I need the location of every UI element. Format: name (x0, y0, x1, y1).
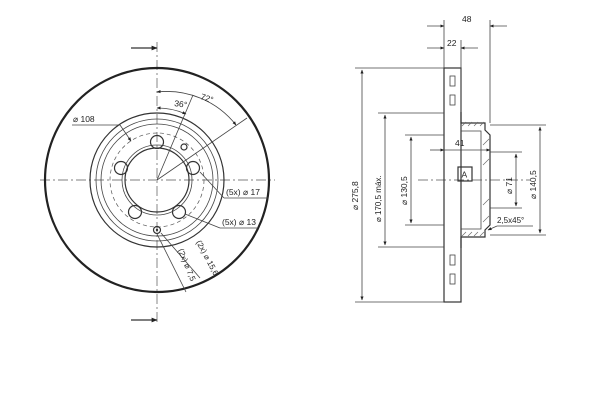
bolt-hole (127, 204, 143, 220)
bolt-hole (185, 160, 201, 176)
section-hatching (461, 121, 490, 237)
locating-hole-center (155, 228, 159, 232)
hub-hat-inner (461, 130, 482, 230)
hole-5x13-label: (5x) ⌀ 13 (222, 217, 256, 227)
angle-36-label: 36° (174, 98, 188, 110)
front-view: 72° 36° ⌀ 108 (5x) ⌀ 17 (5x) ⌀ 13 (2x) ⌀… (40, 42, 275, 325)
locating-hole (180, 143, 188, 151)
locating-hole (152, 225, 162, 235)
width-22-label: 22 (447, 38, 457, 48)
dia-2758-label: ⌀ 275,8 (350, 181, 360, 210)
hole-2x156-leader (160, 232, 201, 279)
angle-ray-72 (156, 117, 248, 181)
hole-5x17-leader (199, 171, 225, 199)
bolt-hole (149, 134, 165, 150)
disc-outer-edge (43, 66, 271, 294)
side-view: 48 22 41 A ⌀ 275,8 ⌀ 170,5 máx. ⌀ 130,5 (350, 14, 546, 303)
hole-2x75-label: (2x) ⌀ 7,5 (176, 247, 197, 283)
chamfer-leader (487, 225, 498, 231)
datum-a-label: A (462, 170, 468, 180)
hole-2x156-label: (2x) ⌀ 15,6 (194, 239, 220, 278)
angle-72-label: 72° (199, 91, 214, 104)
locating-holes (152, 143, 188, 235)
dia-108-arrow (119, 124, 132, 142)
dia-1705-label: ⌀ 170,5 máx. (374, 175, 383, 222)
bolt-hole (171, 204, 187, 220)
dia-71-label: ⌀ 71 (504, 177, 514, 194)
disc-section-body (443, 67, 462, 303)
hole-5x17-label: (5x) ⌀ 17 (226, 187, 260, 197)
dia-1405-label: ⌀ 140,5 (528, 170, 538, 199)
dia-108-label: ⌀ 108 (73, 114, 95, 124)
bolt-hole (113, 160, 129, 176)
bolt-holes (113, 134, 201, 220)
dim-41-label: 41 (455, 138, 465, 148)
datum-a-box (457, 166, 473, 182)
hub-inner-ring (121, 144, 193, 216)
angle-arc-72 (156, 90, 237, 126)
hub-hat-profile (460, 112, 491, 248)
hole-5x13-leader (184, 213, 221, 229)
dia-1305-label: ⌀ 130,5 (399, 176, 409, 205)
angle-arc-36 (156, 106, 187, 115)
width-48-label: 48 (462, 14, 472, 24)
cooling-vents (449, 75, 456, 285)
chamfer-label: 2,5x45° (497, 216, 524, 225)
hole-2x75-leader (156, 233, 187, 293)
